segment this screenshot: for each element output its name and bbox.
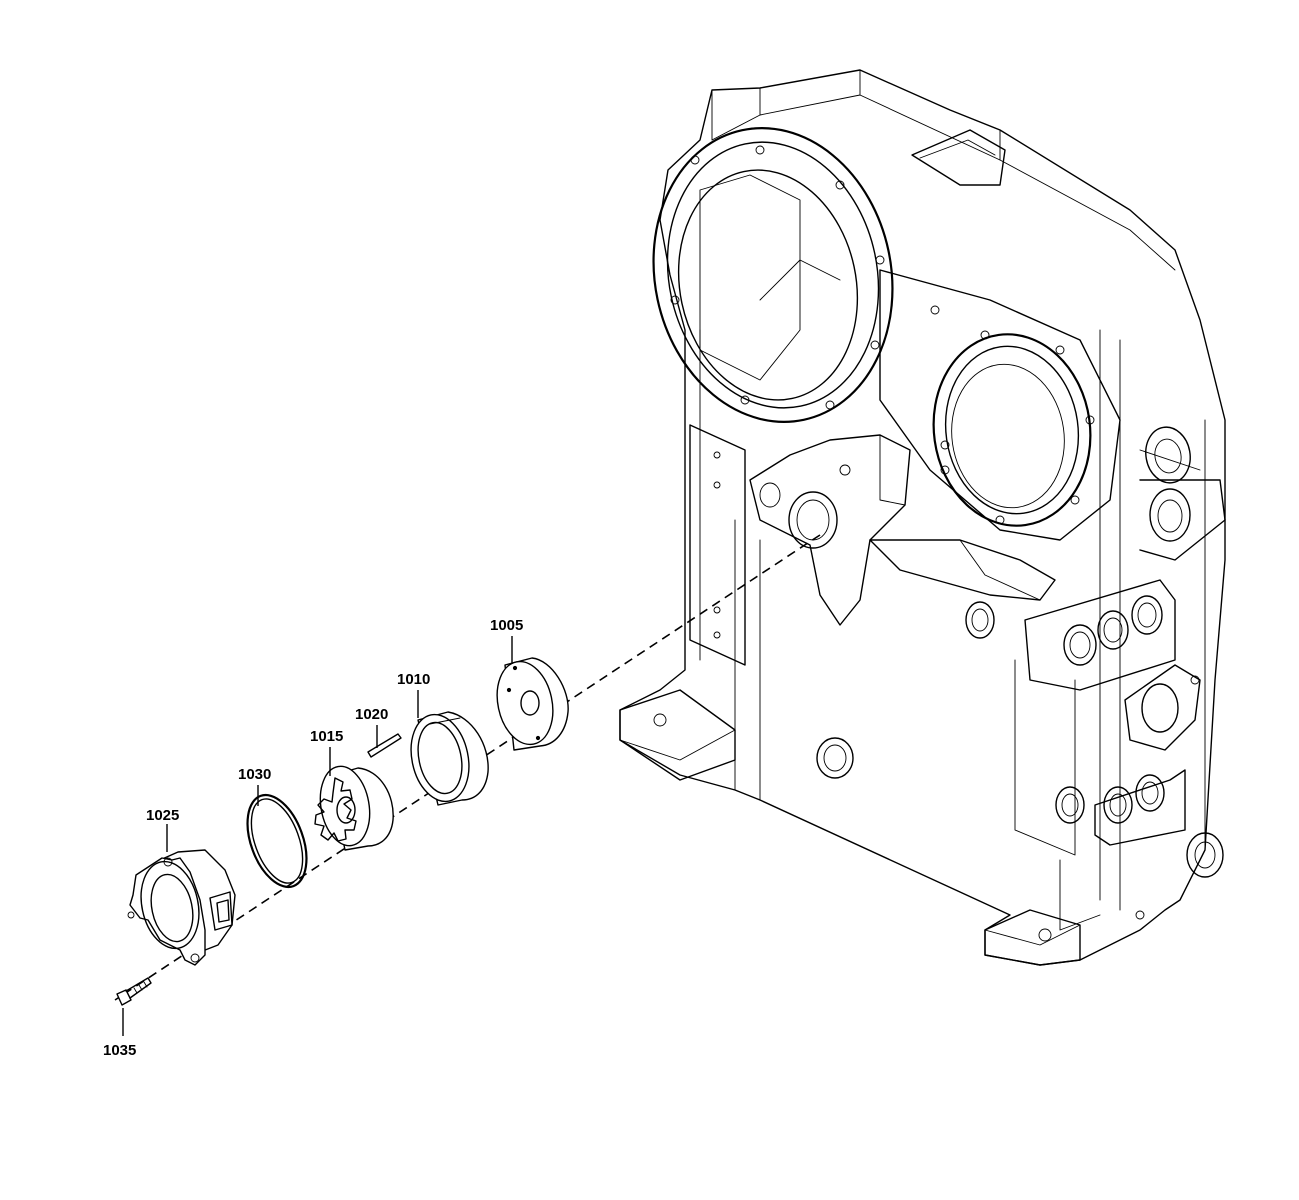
label-1030: 1030 [238, 766, 271, 783]
part-1035-bolt [116, 977, 152, 1006]
label-1010: 1010 [397, 671, 430, 688]
part-1015-gear-rotor [314, 765, 394, 851]
part-1025-pump-housing [127, 849, 236, 966]
part-1020-pin [367, 733, 402, 758]
part-1030-o-ring [246, 793, 308, 889]
label-1035: 1035 [103, 1042, 136, 1059]
label-1015: 1015 [310, 728, 343, 745]
part-1010-outer-ring [410, 711, 489, 806]
leader-lines [122, 636, 513, 1036]
label-1020: 1020 [355, 706, 388, 723]
gearbox-housing [619, 69, 1226, 966]
label-1025: 1025 [146, 807, 179, 824]
part-1005-cover-plate [496, 657, 569, 751]
part-labels: 1005 1010 1015 1020 1025 1030 1035 [103, 617, 523, 1059]
label-1005: 1005 [490, 617, 523, 634]
